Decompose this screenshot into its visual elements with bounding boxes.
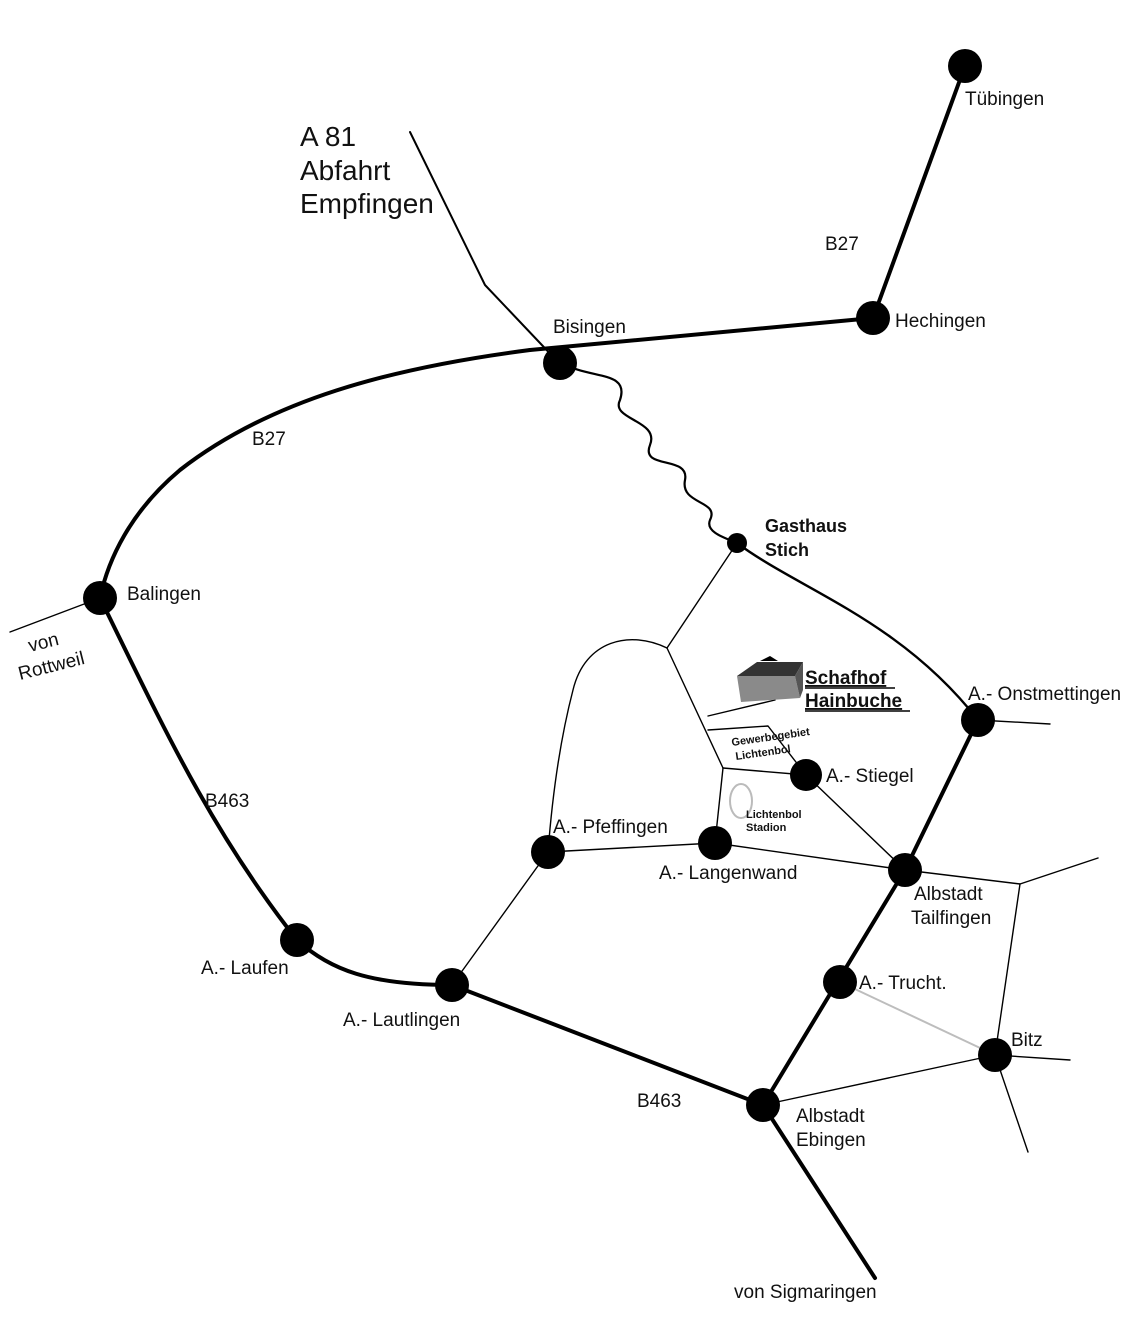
- label-highway: A 81: [300, 121, 356, 152]
- marker-pfeffingen[interactable]: [531, 835, 565, 869]
- marker-bitz[interactable]: [978, 1038, 1012, 1072]
- marker-ebingen[interactable]: [746, 1088, 780, 1122]
- label-langenwand: A.- Langenwand: [659, 863, 797, 884]
- marker-onstmettingen[interactable]: [961, 703, 995, 737]
- label-hechingen: Hechingen: [895, 311, 986, 332]
- stadium-icon: [729, 783, 753, 819]
- label-rottweil-line2: Rottweil: [16, 648, 87, 685]
- minor-roads: [9, 542, 1099, 1153]
- label-bisingen: Bisingen: [553, 317, 626, 338]
- marker-stiegel[interactable]: [790, 759, 822, 791]
- label-exit-line2: Empfingen: [300, 188, 434, 219]
- label-ebingen-line1: Albstadt: [796, 1106, 865, 1127]
- label-destination-line1: Schafhof: [805, 668, 887, 689]
- marker-hechingen[interactable]: [856, 301, 890, 335]
- label-tailfingen-line2: Tailfingen: [911, 908, 991, 929]
- road-to-schafhof: [707, 699, 776, 717]
- road-to-sigmaringen: [761, 1103, 877, 1280]
- label-laufen: A.- Laufen: [201, 958, 289, 979]
- marker-laufen[interactable]: [280, 923, 314, 957]
- label-exit-line1: Abfahrt: [300, 155, 390, 186]
- road-stiegel-tailfingen: [805, 774, 906, 871]
- marker-langenwand[interactable]: [698, 826, 732, 860]
- road-tailfingen-east: [904, 857, 1099, 885]
- road-b463-laufen-lautlingen: [295, 938, 454, 987]
- label-destination-line2: Hainbuche: [805, 691, 902, 712]
- road-stich-onstmettingen: [735, 541, 980, 722]
- marker-truchtelfingen[interactable]: [823, 965, 857, 999]
- road-b463-south: [450, 983, 765, 1107]
- destination[interactable]: Schafhof Hainbuche: [805, 668, 910, 712]
- road-gewerbe-1: [707, 725, 807, 776]
- label-gasthaus-line2: Stich: [765, 540, 809, 560]
- road-east-bitz: [994, 883, 1021, 1056]
- label-tailfingen-line1: Albstadt: [914, 884, 983, 905]
- label-balingen: Balingen: [127, 584, 201, 605]
- label-b463-west: B463: [205, 791, 249, 812]
- label-b463-south: B463: [637, 1091, 681, 1112]
- label-tuebingen: Tübingen: [965, 89, 1044, 110]
- marker-tailfingen[interactable]: [888, 853, 922, 887]
- label-stadion-line2: Stadion: [746, 822, 787, 834]
- road-loop-pfeffingen: [547, 639, 668, 853]
- marker-tuebingen[interactable]: [948, 49, 982, 83]
- road-bisingen-stich-wavy: [558, 360, 739, 545]
- label-bitz: Bitz: [1011, 1030, 1043, 1051]
- marker-gasthaus-stich[interactable]: [727, 533, 747, 553]
- label-b27-north: B27: [825, 234, 859, 255]
- farmhouse-icon: [737, 656, 803, 702]
- road-to-stiegel-area: [666, 647, 724, 769]
- label-gasthaus-line1: Gasthaus: [765, 516, 847, 536]
- road-b27-hechingen-bisingen: [528, 316, 875, 352]
- label-sigmaringen: von Sigmaringen: [734, 1282, 877, 1303]
- origin-labels: von Rottweil von Sigmaringen: [16, 629, 876, 1303]
- road-trucht-bitz: [839, 981, 996, 1056]
- road-a81: [409, 131, 559, 363]
- label-stiegel: A.- Stiegel: [826, 766, 914, 787]
- marker-balingen[interactable]: [83, 581, 117, 615]
- label-ebingen-line2: Ebingen: [796, 1130, 866, 1151]
- town-markers: [83, 49, 1012, 1122]
- road-bitz-south: [994, 1054, 1029, 1153]
- label-onstmettingen: A.- Onstmettingen: [968, 684, 1121, 705]
- label-lautlingen: A.- Lautlingen: [343, 1010, 460, 1031]
- label-stadion-line1: Lichtenbol: [746, 809, 802, 821]
- road-labels: A 81 Abfahrt Empfingen B27 B27 B463 B463: [205, 121, 859, 1112]
- road-b27-north: [871, 64, 967, 320]
- label-truchtelfingen: A.- Trucht.: [859, 973, 947, 994]
- road-ebingen-bitz: [762, 1054, 1071, 1106]
- label-rottweil-line1: von: [26, 629, 61, 657]
- road-pfeffingen-lautlingen: [451, 851, 549, 986]
- road-b463-west: [98, 596, 299, 942]
- road-b27-west: [98, 348, 532, 600]
- marker-bisingen[interactable]: [543, 346, 577, 380]
- label-b27-west: B27: [252, 429, 286, 450]
- marker-lautlingen[interactable]: [435, 968, 469, 1002]
- town-labels: Tübingen Hechingen Bisingen Balingen A.-…: [127, 89, 1121, 1151]
- label-pfeffingen: A.- Pfeffingen: [553, 817, 668, 838]
- road-stich-branch: [666, 542, 738, 649]
